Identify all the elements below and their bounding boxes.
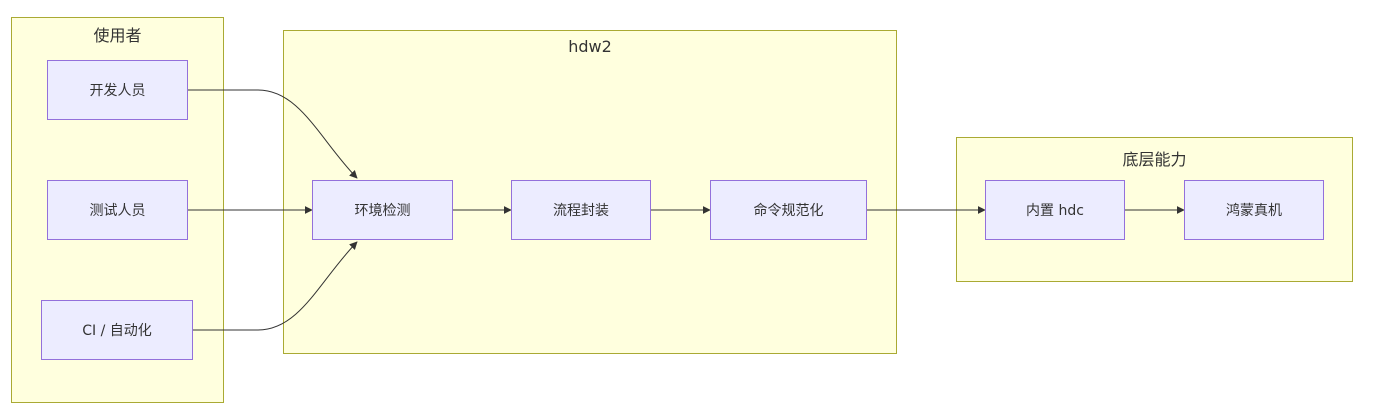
node-hdc[interactable]: 内置 hdc [985, 180, 1125, 240]
group-base-title: 底层能力 [1122, 150, 1187, 169]
node-cmd[interactable]: 命令规范化 [710, 180, 867, 240]
edge-dev-to-env [188, 89, 358, 179]
node-env[interactable]: 环境检测 [312, 180, 453, 240]
node-dev[interactable]: 开发人员 [47, 60, 188, 120]
node-device[interactable]: 鸿蒙真机 [1184, 180, 1324, 240]
node-flow[interactable]: 流程封装 [511, 180, 651, 240]
group-users-title: 使用者 [93, 26, 142, 45]
node-test[interactable]: 测试人员 [47, 180, 188, 240]
node-ci[interactable]: CI / 自动化 [41, 300, 193, 360]
edge-ci-to-env [193, 241, 358, 331]
group-hdw2-title: hdw2 [568, 37, 612, 56]
